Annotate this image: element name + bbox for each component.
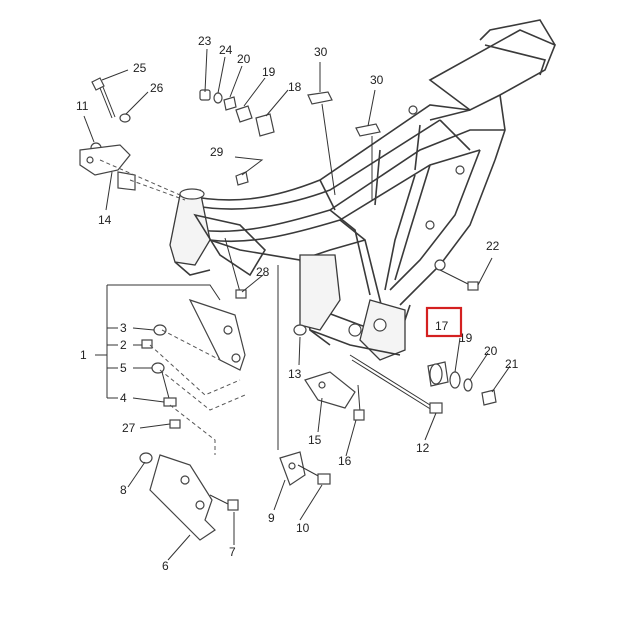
main-frame [169, 19, 557, 361]
part-12-bolt [349, 354, 443, 414]
callout-19: 19 [459, 331, 473, 345]
callout-labels: 1 2 3 4 5 6 7 8 9 10 11 12 13 14 15 16 1… [76, 34, 519, 573]
part-20-collar [223, 96, 237, 111]
part-27-nut [169, 419, 181, 429]
callout-11: 11 [76, 99, 89, 113]
part-3-washer [153, 324, 167, 336]
callout-24: 24 [219, 43, 233, 57]
callout-10: 10 [296, 521, 310, 535]
callout-1: 1 [80, 348, 87, 362]
leader-lines [83, 48, 511, 561]
callout-19-top: 19 [262, 65, 276, 79]
callout-22: 22 [486, 239, 500, 253]
part-13-nut [293, 324, 307, 336]
part-26-washer [119, 113, 131, 123]
callout-3: 3 [120, 321, 127, 335]
highlight-box-17 [425, 306, 463, 338]
part-24-washer [213, 92, 223, 104]
part-9-bracket [279, 451, 306, 486]
callout-18: 18 [288, 80, 302, 94]
part-10-bolt [297, 464, 331, 485]
callout-12: 12 [416, 441, 430, 455]
part-19-bushing [235, 105, 253, 123]
part-18-bushing [255, 113, 275, 137]
callout-15: 15 [308, 433, 322, 447]
callout-4: 4 [120, 391, 127, 405]
part-17-spacer [427, 361, 449, 387]
callout-30-mid: 30 [370, 73, 384, 87]
callout-30-top: 30 [314, 45, 328, 59]
part-14-bracket [79, 144, 136, 191]
part-29-clip [235, 171, 249, 186]
part-16-bolt [353, 384, 365, 421]
part-25-bolt [91, 77, 116, 119]
part-30-block-lower [355, 123, 381, 137]
callout-6: 6 [162, 559, 169, 573]
part-6-bracket [149, 454, 216, 541]
part-4-bolt [161, 371, 177, 407]
callout-5: 5 [120, 361, 127, 375]
dashed-guides [99, 159, 246, 455]
part-22-bolt [439, 269, 479, 291]
callout-16: 16 [338, 454, 352, 468]
callout-29: 29 [210, 145, 224, 159]
callout-20-top: 20 [237, 52, 251, 66]
part-21-bolt [481, 389, 497, 406]
callout-25: 25 [133, 61, 147, 75]
callout-14: 14 [98, 213, 112, 227]
part-19-washer [449, 371, 461, 389]
part-2-bolt [141, 339, 153, 349]
part-30-block-upper [307, 91, 333, 105]
callout-27: 27 [122, 421, 136, 435]
callout-8: 8 [120, 483, 127, 497]
part-15-bracket [304, 371, 356, 409]
part-7-bolt [209, 494, 239, 511]
callout-20-rear: 20 [484, 344, 498, 358]
callout-2: 2 [120, 338, 127, 352]
callout-13: 13 [288, 367, 302, 381]
part-20-collar-rear [463, 378, 473, 392]
part-8-nut [139, 452, 153, 464]
callout-9: 9 [268, 511, 275, 525]
part-28-bolt [224, 237, 247, 299]
callout-17: 17 [435, 319, 449, 333]
callout-7: 7 [229, 545, 236, 559]
callout-21: 21 [505, 357, 519, 371]
callout-28: 28 [256, 265, 270, 279]
callout-26: 26 [150, 81, 164, 95]
callout-23: 23 [198, 34, 212, 48]
sidestand-plate [188, 298, 246, 371]
